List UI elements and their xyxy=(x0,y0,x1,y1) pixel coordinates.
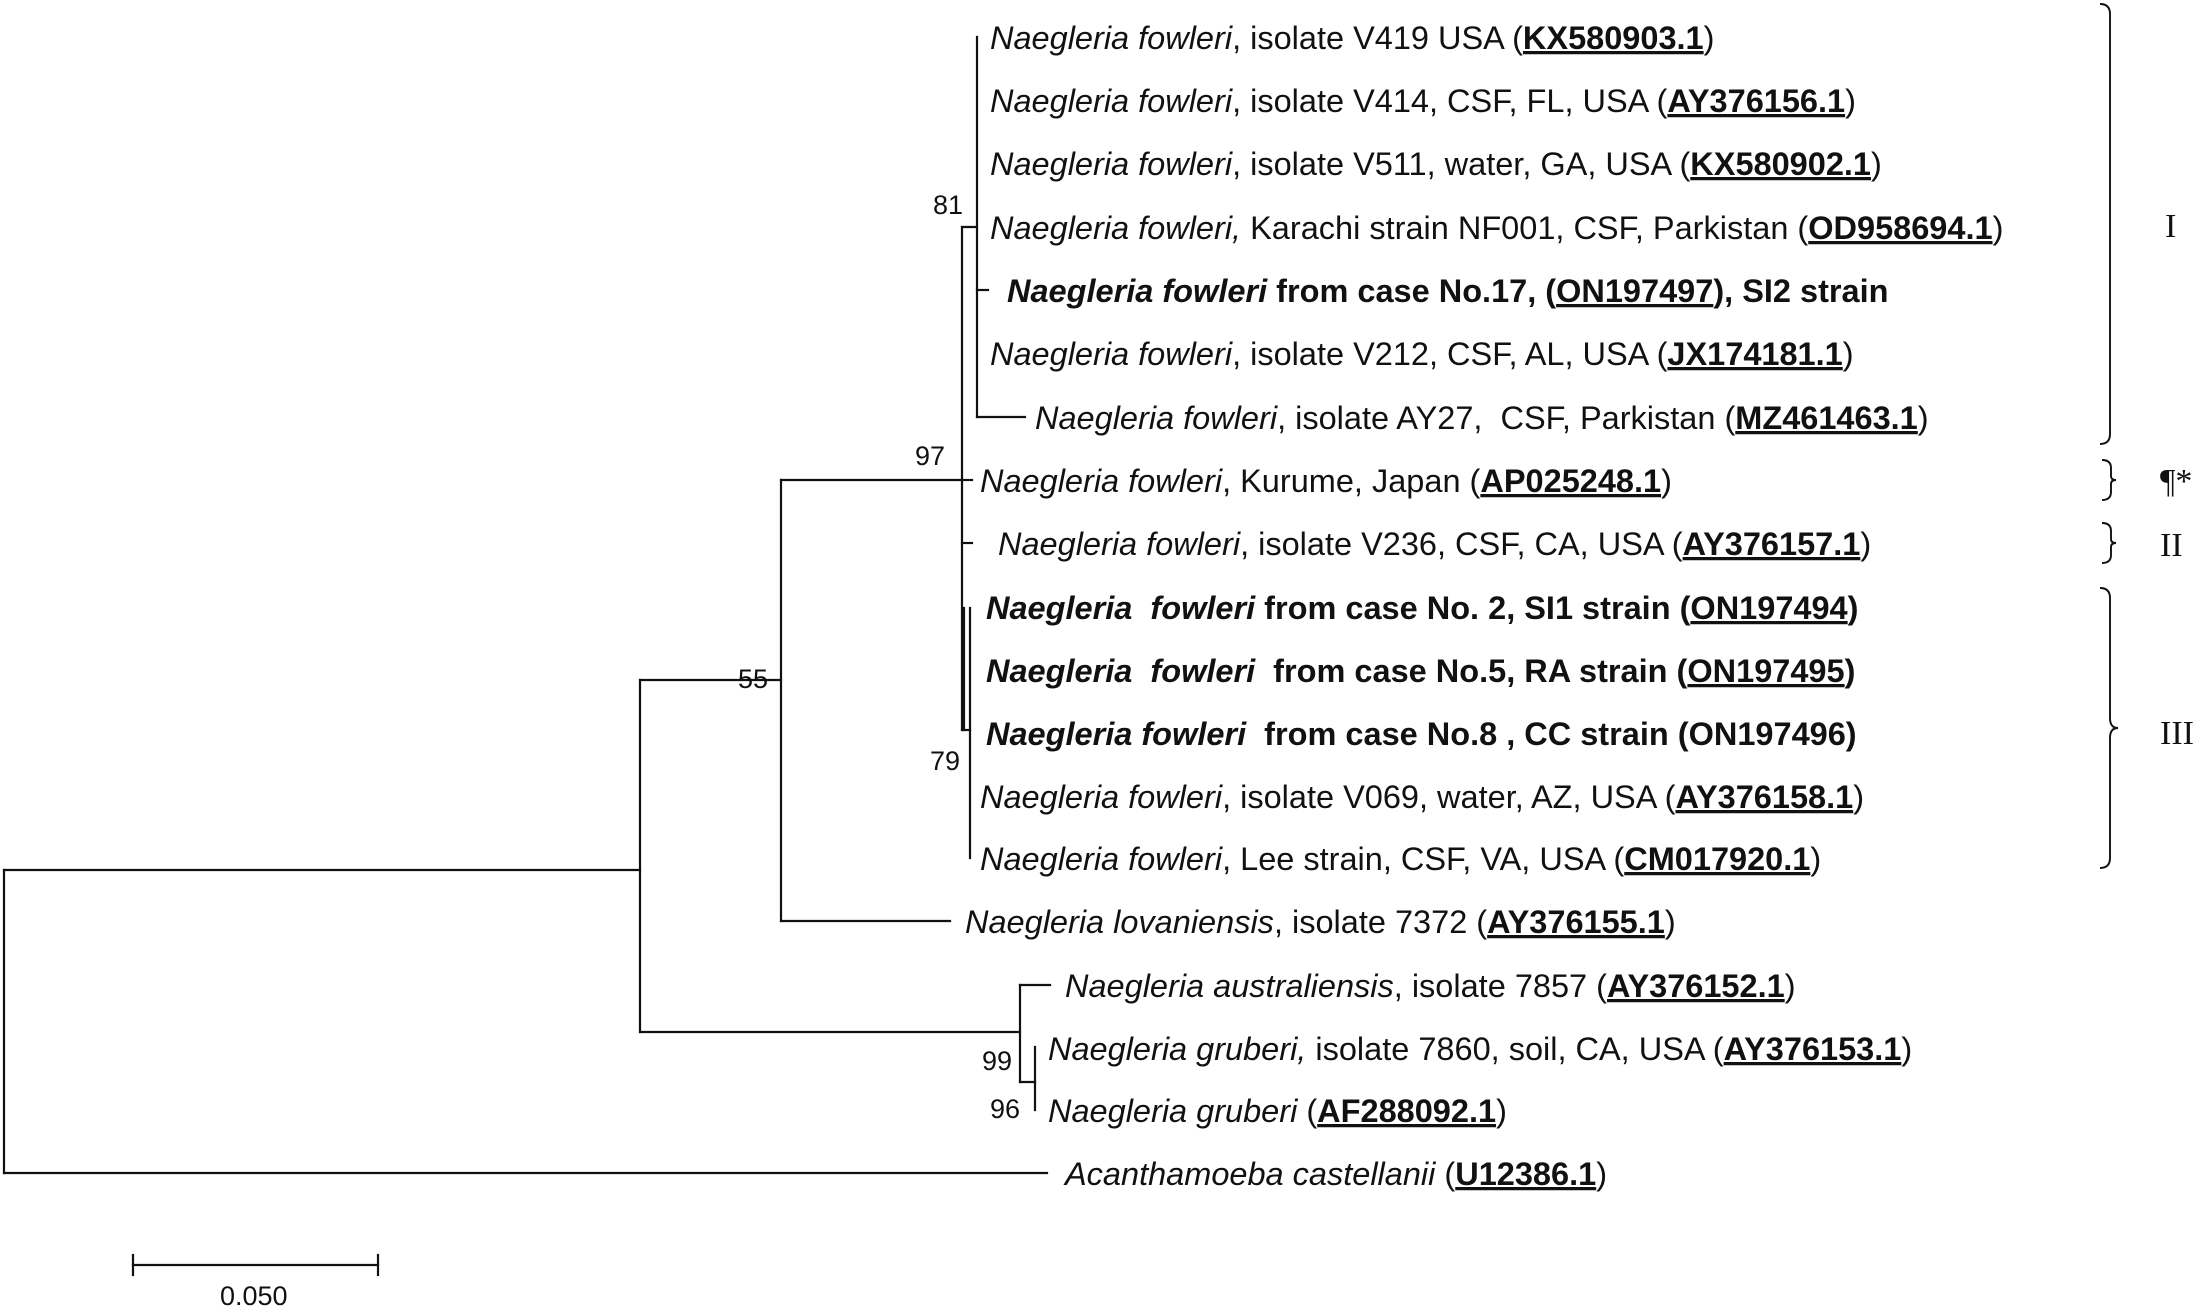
taxon-label-case8: Naegleria fowleri from case No.8 , CC st… xyxy=(986,716,1857,752)
taxon-label: Naegleria fowleri, Kurume, Japan (AP0252… xyxy=(980,463,1672,499)
bootstrap-value-81: 81 xyxy=(933,190,963,220)
taxon-label: Naegleria gruberi (AF288092.1) xyxy=(1048,1093,1507,1129)
taxon-label: Naegleria fowleri, Karachi strain NF001,… xyxy=(990,210,2003,246)
clade-label-I: I xyxy=(2165,208,2176,245)
bootstrap-value-79: 79 xyxy=(930,746,960,776)
clade-label-III: III xyxy=(2160,715,2194,752)
tip-labels: Naegleria fowleri, isolate V419 USA (KX5… xyxy=(965,20,2003,1192)
taxon-label-case17: Naegleria fowleri from case No.17, (ON19… xyxy=(1007,273,1889,309)
clade-bracket-II xyxy=(2101,522,2117,564)
taxon-label: Naegleria gruberi, isolate 7860, soil, C… xyxy=(1048,1031,1912,1067)
taxon-label-outgroup: Acanthamoeba castellanii (U12386.1) xyxy=(1063,1156,1607,1192)
scale-bar: 0.050 xyxy=(131,1253,380,1307)
taxon-label: Naegleria lovaniensis, isolate 7372 (AY3… xyxy=(965,904,1676,940)
taxon-label: Naegleria fowleri, isolate AY27, CSF, Pa… xyxy=(1035,400,1929,436)
bootstrap-value-96: 96 xyxy=(990,1094,1020,1124)
taxon-label-case2: Naegleria fowleri from case No. 2, SI1 s… xyxy=(986,590,1858,626)
bootstrap-value-99: 99 xyxy=(982,1046,1012,1076)
scale-bar-label: 0.050 xyxy=(220,1281,288,1307)
bootstrap-value-55: 55 xyxy=(738,664,768,694)
clade-bracket-pilcrow xyxy=(2101,459,2117,501)
bootstrap-value-97: 97 xyxy=(915,441,945,471)
taxon-label: Naegleria fowleri, isolate V414, CSF, FL… xyxy=(990,83,1856,119)
taxon-label: Naegleria fowleri, isolate V212, CSF, AL… xyxy=(990,336,1854,372)
clade-label-pilcrow: ¶* xyxy=(2160,463,2192,500)
taxon-label: Naegleria fowleri, isolate V511, water, … xyxy=(990,146,1882,182)
taxon-label: Naegleria australiensis, isolate 7857 (A… xyxy=(1065,968,1796,1004)
taxon-label: Naegleria fowleri, isolate V419 USA (KX5… xyxy=(990,20,1714,56)
clade-bracket-III xyxy=(2099,587,2119,869)
clade-bracket-I xyxy=(2099,3,2111,445)
clade-label-II: II xyxy=(2160,527,2183,564)
taxon-label: Naegleria fowleri, Lee strain, CSF, VA, … xyxy=(980,841,1821,877)
tree-branches xyxy=(2,35,1052,1175)
taxon-label: Naegleria fowleri, isolate V069, water, … xyxy=(980,779,1864,815)
taxon-label-case5: Naegleria fowleri from case No.5, RA str… xyxy=(986,653,1855,689)
bootstrap-values: 81 97 55 79 99 96 xyxy=(738,190,1020,1124)
clade-brackets: I ¶* II III xyxy=(2099,3,2194,869)
taxon-label: Naegleria fowleri, isolate V236, CSF, CA… xyxy=(998,526,1871,562)
